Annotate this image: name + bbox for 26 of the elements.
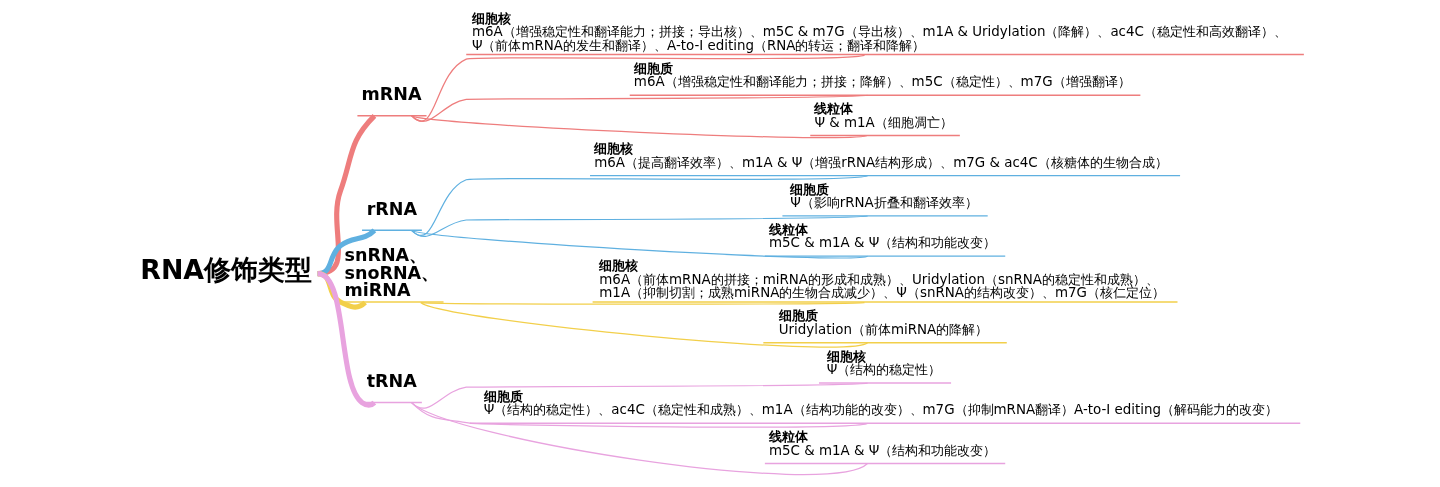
connector [420, 301, 866, 305]
node-text: 细胞核 m6A（提高翻译效率）、m1A & Ψ（增强rRNA结构形成）、m7G & ac4C（核糖体的生物合成） [594, 141, 1168, 170]
connector [410, 115, 869, 139]
node-text: 细胞质 Uridylation（前体miRNA的降解） [778, 308, 989, 337]
connector [410, 215, 869, 238]
connector [410, 401, 869, 475]
node-text: rRNA [366, 198, 418, 219]
node-text: 线粒体 m5C & m1A & Ψ（结构和功能改变） [769, 221, 997, 251]
node-text: 细胞核 m6A（增强稳定性和翻译能力；拼接；导出核）、m5C & m7G（导出核）、m1A & Uridylation（降解）、ac4C（稳定性和高效翻译）、Ψ（前体mRNA的发生和翻译）、A-to-I editing（RNA的转运；翻译和降解） [471, 10, 1287, 53]
node-text: mRNA [361, 84, 422, 105]
node-text: 细胞质 Ψ（结构的稳定性）、ac4C（稳定性和成熟）、m1A（结构功能的改变）、m7G（抑制mRNA翻译）A-to-I editing（解码能力的改变） [483, 388, 1279, 418]
node-text: RNA修饰类型 [140, 254, 313, 286]
connector [410, 229, 869, 259]
node-text: snRNA、snoRNA、miRNA [344, 245, 440, 301]
node-text: 细胞质 Ψ（影响rRNA折叠和翻译效率） [790, 181, 978, 210]
connector [316, 271, 376, 408]
node-text: 细胞质 m6A（增强稳定性和翻译能力；拼接；降解）、m5C（稳定性）、m7G（增强翻译） [633, 60, 1131, 90]
node-text: 线粒体 Ψ & m1A（细胞凋亡） [814, 101, 953, 130]
node-text: tRNA [366, 371, 417, 392]
node-text: 细胞核 m6A（前体mRNA的拼接；miRNA的形成和成熟）、Uridylation（snRNA的稳定性和成熟）、m1A（抑制切割；成熟miRNA的生物合成减少）、Ψ（snRNA的结构改变）、m7G（核仁定位） [599, 258, 1165, 301]
node-text: 线粒体 m5C & m1A & Ψ（结构和功能改变） [769, 429, 997, 458]
connector [410, 54, 866, 122]
node-text: 细胞核 Ψ（结构的稳定性） [826, 348, 942, 378]
connector [420, 301, 869, 348]
connector [410, 175, 869, 237]
connector [410, 94, 869, 122]
